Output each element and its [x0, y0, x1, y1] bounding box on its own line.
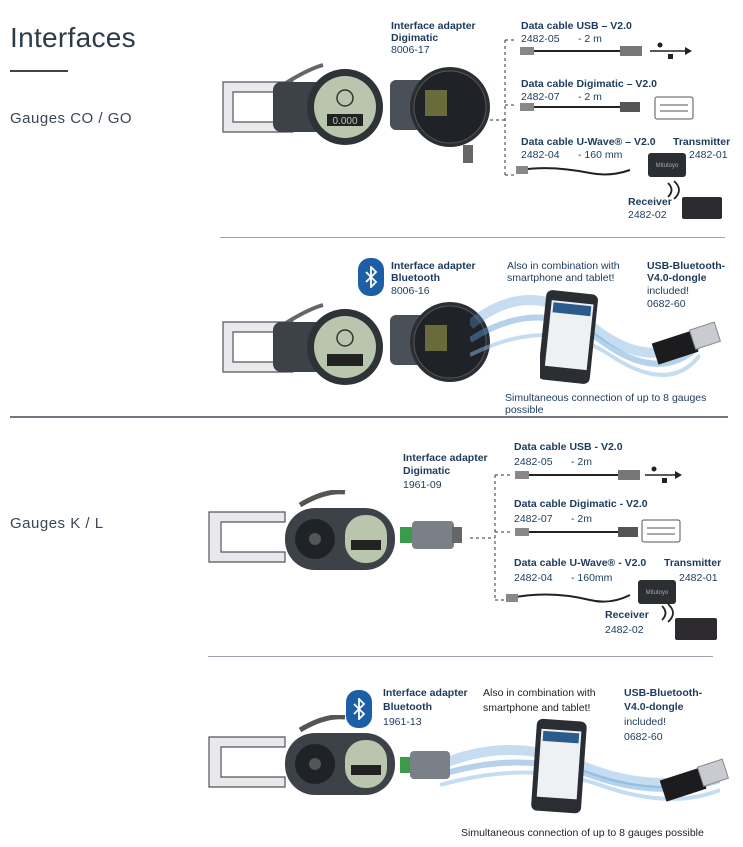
s2-dongle-line1: USB-Bluetooth- — [624, 687, 703, 699]
s1-transmitter-code: 2482-01 — [689, 149, 728, 161]
s1-digimatic-code: 2482-07 — [521, 91, 560, 103]
adapter-bluetooth-k — [400, 751, 450, 779]
s2-combo-line2: smartphone and tablet! — [483, 702, 591, 714]
s1-transmitter-title: Transmitter — [673, 136, 731, 148]
s2-usb-title: Data cable USB - V2.0 — [514, 441, 623, 453]
divider-s2 — [208, 656, 713, 657]
transmitter-icon — [648, 153, 686, 177]
adapter-digimatic-k — [400, 521, 462, 549]
adapter-digimatic-co — [390, 67, 490, 163]
smartphone-s2 — [531, 718, 587, 814]
smartphone-s1 — [540, 290, 598, 384]
s2-adapter-bt-title: Interface adapter — [383, 687, 468, 699]
s2-uwave-length: - 160mm — [571, 572, 613, 584]
bluetooth-icon-s2 — [346, 690, 372, 728]
s1-adapter-cable-title: Interface adapter — [391, 20, 476, 32]
section-divider — [10, 416, 728, 418]
gauge-co-illustration: 0.000 — [222, 63, 383, 145]
adapter-bluetooth-co — [390, 302, 490, 382]
s1-dongle-code: 0682-60 — [647, 298, 686, 310]
s1-combo-line1: Also in combination with — [507, 260, 620, 272]
s1-adapter-bt-code: 8006-16 — [391, 285, 430, 297]
section-label-co-go: Gauges CO / GO — [10, 110, 133, 127]
s1-receiver-code: 2482-02 — [628, 209, 667, 221]
s1-uwave-length: - 160 mm — [578, 149, 623, 161]
s1-adapter-bt-subtitle: Bluetooth — [391, 272, 440, 284]
gauge-co-bt-illustration — [222, 303, 383, 385]
gauge-k-illustration — [208, 490, 395, 570]
s1-dongle-line2: V4.0-dongle — [647, 272, 707, 284]
s1-digimatic-length: - 2 m — [578, 91, 602, 103]
s2-transmitter-code: 2482-01 — [679, 572, 718, 584]
title-underline — [10, 70, 68, 72]
s2-combo-line1: Also in combination with — [483, 687, 596, 699]
s2-adapter-cable-title: Interface adapter — [403, 452, 488, 464]
s2-cable-diagram: Mitutoyo — [470, 466, 717, 640]
s2-digimatic-length: - 2m — [571, 513, 592, 525]
s2-receiver-title: Receiver — [605, 609, 649, 621]
s1-usb-code: 2482-05 — [521, 33, 560, 45]
wireless-icon — [667, 180, 680, 200]
usb-dongle-s2 — [660, 758, 730, 802]
s2-receiver-code: 2482-02 — [605, 624, 644, 636]
s1-uwave-code: 2482-04 — [521, 149, 560, 161]
digimatic-connector-icon — [654, 96, 694, 120]
divider-s1 — [220, 237, 725, 238]
s1-adapter-cable-code: 8006-17 — [391, 44, 430, 56]
page-title: Interfaces — [10, 22, 136, 53]
receiver-icon — [682, 197, 722, 219]
s2-adapter-cable-code: 1961-09 — [403, 479, 442, 491]
s1-simultaneous-note: Simultaneous connection of up to 8 gauge… — [505, 392, 707, 416]
s1-usb-length: - 2 m — [578, 33, 602, 45]
s1-uwave-title: Data cable U-Wave® – V2.0 — [521, 136, 656, 148]
s1-combo-line2: smartphone and tablet! — [507, 272, 615, 284]
receiver-icon — [675, 618, 717, 640]
usb-dongle-s1 — [652, 321, 722, 365]
s1-usb-title: Data cable USB – V2.0 — [521, 20, 632, 32]
s2-dongle-line3: included! — [624, 716, 667, 728]
s2-transmitter-title: Transmitter — [664, 557, 722, 569]
s1-digimatic-title: Data cable Digimatic – V2.0 — [521, 78, 657, 90]
s2-digimatic-title: Data cable Digimatic - V2.0 — [514, 498, 648, 510]
wireless-icon — [661, 603, 674, 623]
s2-adapter-cable-subtitle: Digimatic — [403, 465, 451, 477]
s2-usb-length: - 2m — [571, 456, 592, 468]
s2-usb-code: 2482-05 — [514, 456, 553, 468]
s2-adapter-bt-subtitle: Bluetooth — [383, 701, 432, 713]
s1-dongle-line1: USB-Bluetooth- — [647, 260, 726, 272]
digimatic-connector-icon — [641, 519, 681, 543]
svg-text:Mitutoyo: Mitutoyo — [656, 163, 679, 169]
s1-cable-diagram: Mitutoyo — [490, 39, 722, 219]
s1-receiver-title: Receiver — [628, 196, 672, 208]
section-label-k-l: Gauges K / L — [10, 515, 104, 532]
bluetooth-icon-s1 — [358, 258, 384, 296]
s2-uwave-code: 2482-04 — [514, 572, 553, 584]
s2-dongle-line2: V4.0-dongle — [624, 701, 684, 713]
s2-simultaneous-note: Simultaneous connection of up to 8 gauge… — [461, 827, 704, 839]
s2-dongle-code: 0682-60 — [624, 731, 663, 743]
s2-adapter-bt-code: 1961-13 — [383, 716, 422, 728]
display-reading: 0.000 — [332, 116, 357, 127]
s1-adapter-bt-title: Interface adapter — [391, 260, 476, 272]
gauge-k-bt-illustration — [208, 715, 395, 795]
s2-uwave-title: Data cable U-Wave® - V2.0 — [514, 557, 647, 569]
s1-adapter-cable-subtitle: Digimatic — [391, 32, 439, 44]
s2-digimatic-code: 2482-07 — [514, 513, 553, 525]
svg-text:Mitutoyo: Mitutoyo — [646, 590, 669, 596]
transmitter-icon — [638, 580, 676, 604]
s1-dongle-line3: included! — [647, 285, 690, 297]
